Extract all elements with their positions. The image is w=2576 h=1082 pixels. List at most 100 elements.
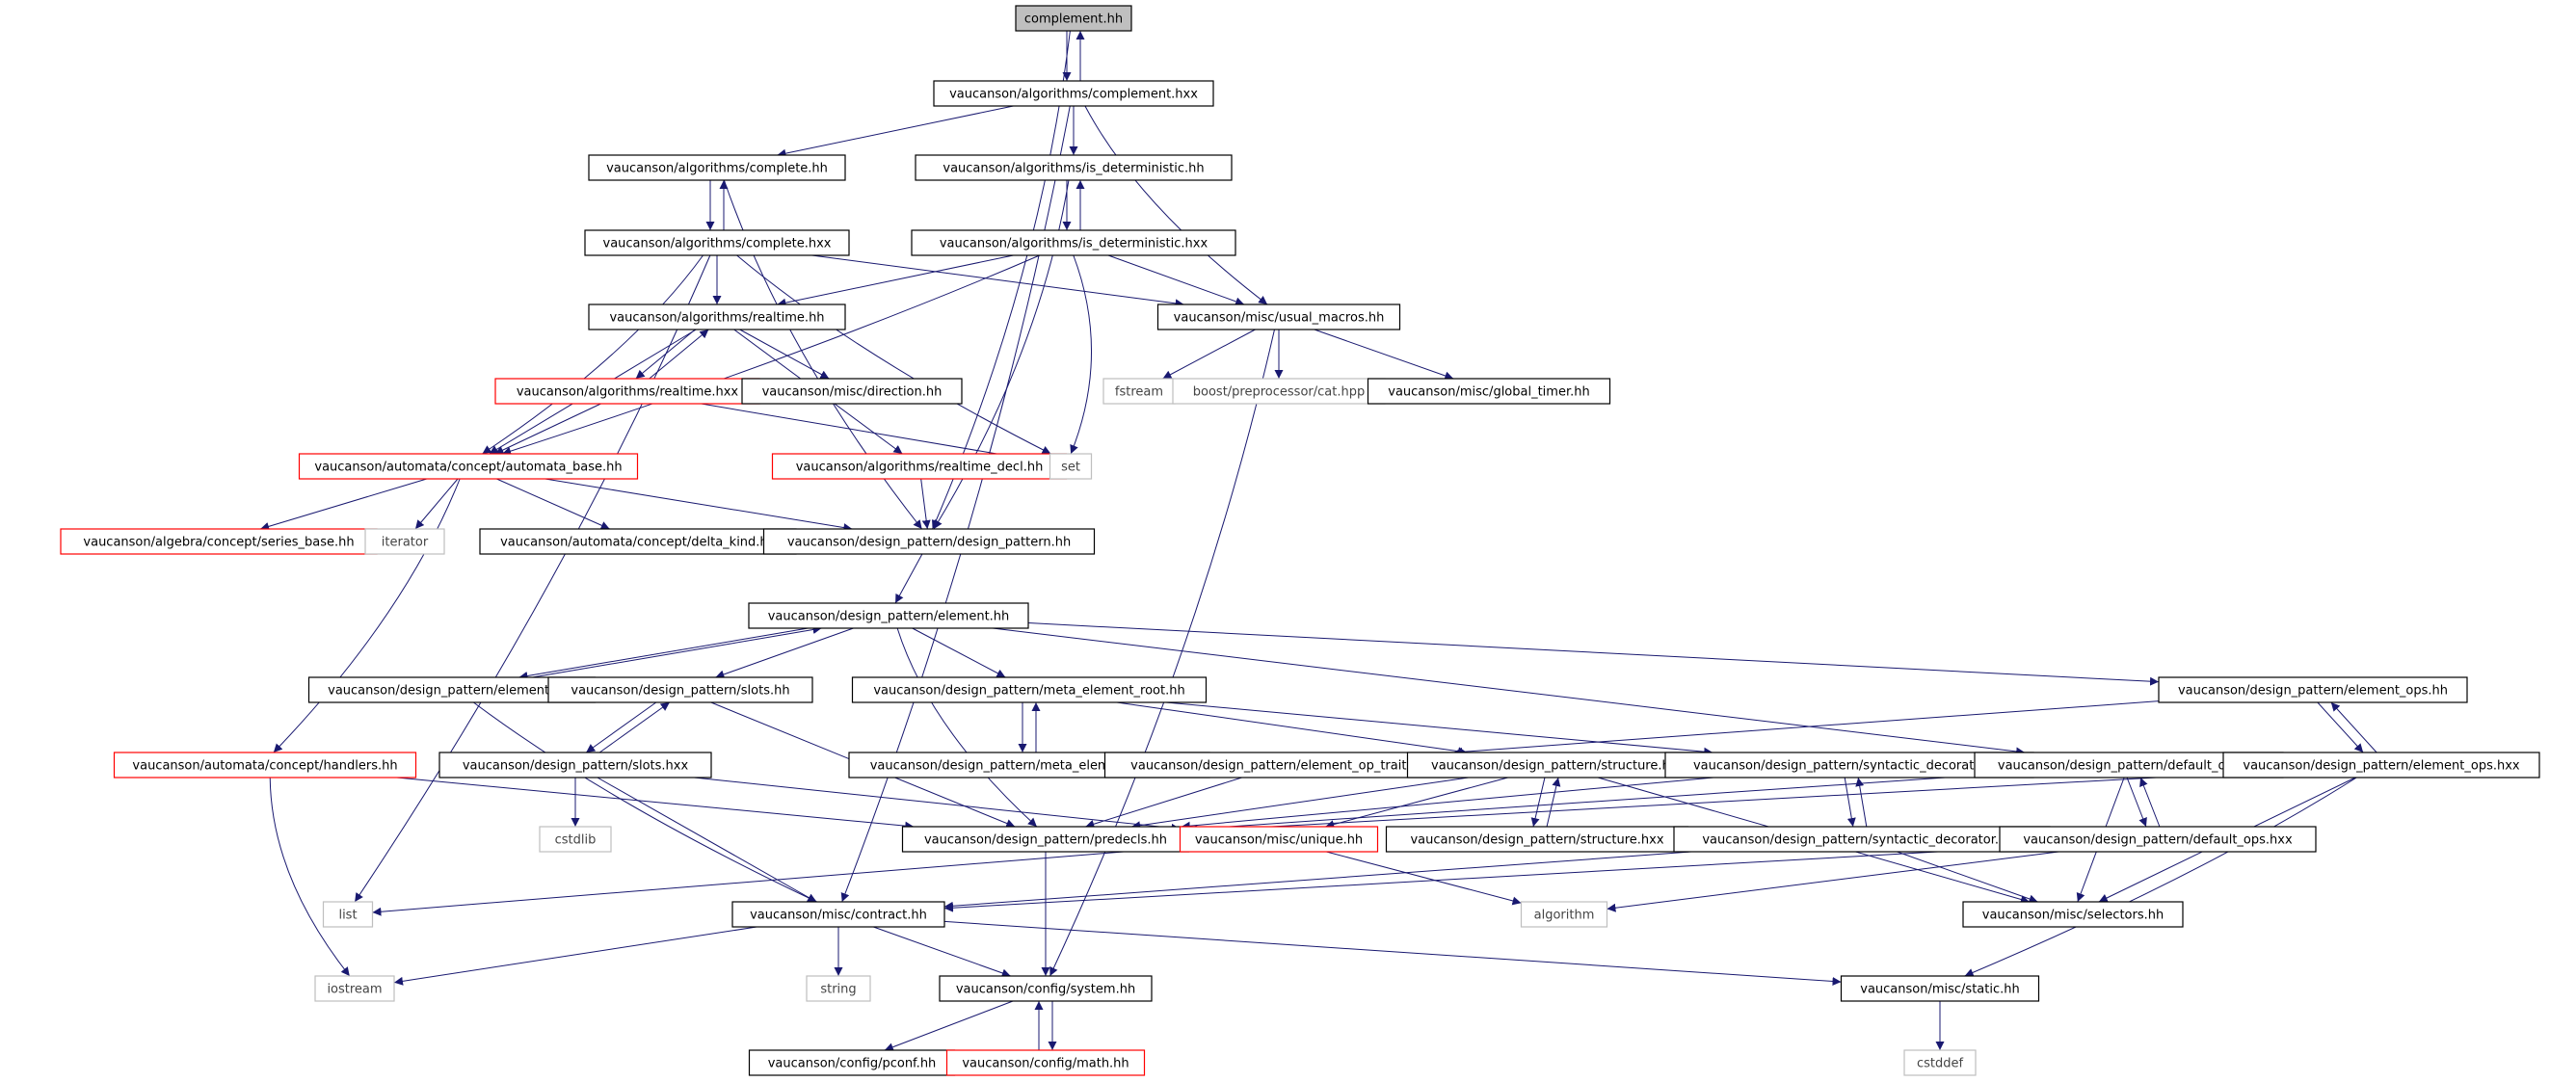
dependency-edge — [494, 403, 601, 455]
graph-node[interactable]: vaucanson/algorithms/realtime.hh — [588, 303, 846, 330]
node-box — [314, 975, 395, 1002]
node-label: vaucanson/design_pattern/structure.hxx — [1410, 833, 1663, 848]
graph-node[interactable]: vaucanson/algorithms/complete.hxx — [584, 229, 850, 256]
dependency-edge — [1188, 773, 2224, 835]
dependency-edge — [920, 478, 931, 530]
graph-node[interactable]: vaucanson/automata/concept/handlers.hh — [113, 752, 417, 779]
dependency-edge — [943, 847, 2001, 912]
node-label: vaucanson/algorithms/is_deterministic.hh — [943, 162, 1204, 176]
dependency-edge — [992, 627, 2026, 756]
node-box — [1172, 378, 1386, 405]
graph-node[interactable]: vaucanson/config/system.hh — [939, 975, 1153, 1002]
graph-node[interactable]: vaucanson/misc/direction.hh — [741, 378, 963, 405]
dependency-edge — [532, 625, 822, 678]
graph-node[interactable]: vaucanson/design_pattern/design_pattern.… — [762, 528, 1096, 555]
graph-node[interactable]: vaucanson/design_pattern/structure.hh — [1406, 752, 1703, 779]
node-box — [933, 80, 1214, 107]
graph-node[interactable]: vaucanson/design_pattern/meta_element_ro… — [851, 676, 1208, 703]
dependency-edge — [1844, 777, 1856, 828]
graph-node[interactable]: vaucanson/misc/selectors.hh — [1962, 901, 2184, 928]
graph-node[interactable]: vaucanson/misc/contract.hh — [731, 901, 945, 928]
graph-node[interactable]: vaucanson/config/pconf.hh — [748, 1049, 956, 1076]
node-label: vaucanson/misc/usual_macros.hh — [1174, 311, 1385, 326]
node-box — [438, 752, 712, 779]
node-box — [915, 154, 1233, 181]
dependency-edge — [933, 179, 1070, 530]
graph-node[interactable]: vaucanson/misc/usual_macros.hh — [1156, 303, 1401, 330]
graph-node[interactable]: cstdlib — [539, 826, 612, 853]
graph-node[interactable]: vaucanson/algorithms/realtime_decl.hh — [771, 453, 1068, 480]
node-label: vaucanson/algebra/concept/series_base.hh — [83, 536, 354, 550]
graph-node[interactable]: iostream — [314, 975, 395, 1002]
node-label: algorithm — [1534, 909, 1595, 923]
node-label: vaucanson/design_pattern/element_ops.hxx — [2243, 759, 2520, 774]
node-label: vaucanson/misc/unique.hh — [1195, 833, 1363, 848]
dependency-edge — [2126, 777, 2147, 828]
graph-node[interactable]: vaucanson/design_pattern/element.hxx — [307, 676, 597, 703]
node-label: complement.hh — [1024, 13, 1123, 27]
node-box — [762, 528, 1096, 555]
dependency-edge — [1070, 254, 1092, 455]
graph-node[interactable]: vaucanson/design_pattern/predecls.hh — [901, 826, 1190, 853]
node-label: vaucanson/design_pattern/element_op_trai… — [1130, 759, 1433, 774]
graph-node[interactable]: algorithm — [1520, 901, 1608, 928]
node-box — [1015, 5, 1132, 32]
graph-node[interactable]: vaucanson/design_pattern/element_ops.hh — [2158, 676, 2468, 703]
node-label: vaucanson/automata/concept/handlers.hh — [132, 759, 397, 774]
dependency-edge — [723, 179, 923, 530]
graph-node[interactable]: vaucanson/design_pattern/slots.hxx — [438, 752, 712, 779]
graph-node[interactable]: vaucanson/automata/concept/automata_base… — [298, 453, 639, 480]
graph-node[interactable]: vaucanson/design_pattern/slots.hh — [547, 676, 813, 703]
node-label: vaucanson/design_pattern/element.hh — [768, 610, 1010, 624]
graph-node[interactable]: iterator — [364, 528, 445, 555]
graph-node[interactable]: list — [322, 901, 374, 928]
dependency-edge — [414, 478, 459, 530]
dependency-edge — [715, 627, 854, 679]
graph-node[interactable]: vaucanson/config/math.hh — [945, 1049, 1146, 1076]
graph-node[interactable]: set — [1049, 453, 1093, 480]
graph-node[interactable]: vaucanson/design_pattern/element.hh — [748, 602, 1029, 629]
graph-node[interactable]: vaucanson/algorithms/complement.hxx — [933, 80, 1214, 107]
dependency-edge — [649, 329, 709, 380]
node-label: vaucanson/design_pattern/element.hxx — [328, 684, 576, 699]
dependency-edge — [1897, 851, 2038, 904]
graph-node[interactable]: vaucanson/misc/static.hh — [1840, 975, 2040, 1002]
dependency-edge — [273, 478, 461, 753]
graph-node[interactable]: vaucanson/design_pattern/syntactic_decor… — [1664, 752, 2034, 779]
node-box — [741, 378, 963, 405]
graph-node[interactable]: vaucanson/design_pattern/syntactic_decor… — [1673, 826, 2051, 853]
dependency-edge — [354, 254, 711, 903]
dependency-edge — [894, 553, 923, 604]
graph-node[interactable]: vaucanson/design_pattern/element_op_trai… — [1103, 752, 1460, 779]
node-label: cstdlib — [555, 833, 597, 848]
graph-node[interactable]: vaucanson/algebra/concept/series_base.hh — [60, 528, 378, 555]
node-label: set — [1061, 461, 1080, 475]
graph-node[interactable]: string — [806, 975, 871, 1002]
dependency-edge — [496, 478, 610, 530]
graph-node[interactable]: vaucanson/design_pattern/default_ops.hxx — [1999, 826, 2317, 853]
dependency-edge — [269, 777, 351, 977]
graph-node[interactable]: boost/preprocessor/cat.hpp — [1172, 378, 1386, 405]
graph-node[interactable]: vaucanson/automata/concept/delta_kind.hh — [479, 528, 797, 555]
graph-node[interactable]: vaucanson/algorithms/realtime.hxx — [494, 378, 760, 405]
graph-node[interactable]: vaucanson/misc/global_timer.hh — [1367, 378, 1611, 405]
dependency-edge — [1314, 329, 1454, 381]
dependency-edge — [1162, 329, 1256, 380]
graph-node[interactable]: vaucanson/algorithms/complete.hh — [588, 154, 846, 181]
graph-node[interactable]: cstddef — [1903, 1049, 1977, 1076]
dependency-edge — [372, 846, 1181, 916]
graph-node[interactable]: vaucanson/design_pattern/element_ops.hxx — [2222, 752, 2540, 779]
dependency-edge — [777, 105, 1014, 158]
graph-node[interactable]: vaucanson/algorithms/is_deterministic.hx… — [911, 229, 1236, 256]
graph-node[interactable]: vaucanson/design_pattern/structure.hxx — [1385, 826, 1689, 853]
graph-node[interactable]: vaucanson/misc/unique.hh — [1179, 826, 1379, 853]
graph-node[interactable]: complement.hh — [1015, 5, 1132, 32]
node-label: vaucanson/automata/concept/automata_base… — [314, 461, 622, 475]
node-box — [1049, 453, 1093, 480]
dependency-edge — [597, 777, 817, 903]
graph-node[interactable]: vaucanson/algorithms/is_deterministic.hh — [915, 154, 1233, 181]
graph-node[interactable]: fstream — [1102, 378, 1176, 405]
node-label: vaucanson/design_pattern/element_ops.hh — [2178, 684, 2448, 699]
node-box — [539, 826, 612, 853]
dependency-edge — [777, 254, 1014, 307]
